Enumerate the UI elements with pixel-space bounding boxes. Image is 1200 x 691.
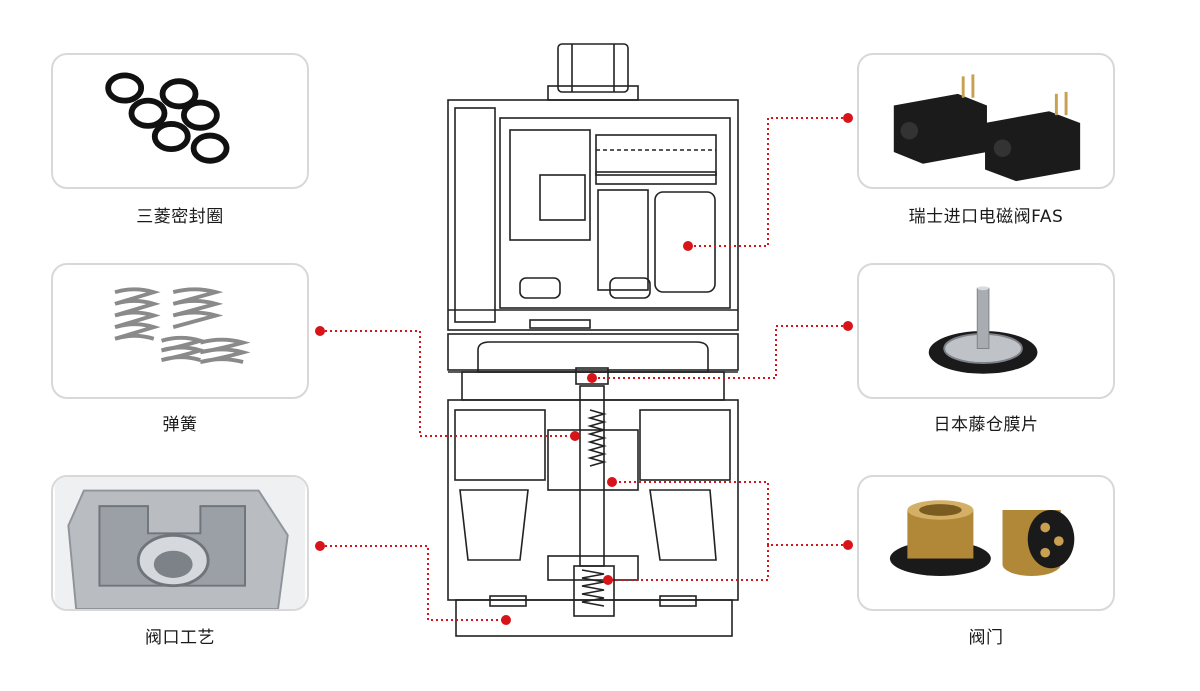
oring-card bbox=[51, 53, 309, 189]
diaphragm-label: 日本藤仓膜片 bbox=[933, 415, 1039, 435]
solenoid-card bbox=[857, 53, 1115, 189]
solenoid-valve-photo bbox=[893, 74, 1081, 182]
callout-lines bbox=[320, 117, 848, 621]
callout-line-valve bbox=[612, 481, 848, 546]
valve-port-card bbox=[51, 475, 309, 611]
diaphragm-card bbox=[857, 263, 1115, 399]
callout-line-solenoid bbox=[688, 117, 848, 247]
oring-label: 三菱密封圈 bbox=[136, 207, 224, 227]
spring-label: 弹簧 bbox=[162, 415, 198, 435]
diaphragm-photo bbox=[928, 286, 1038, 374]
valve-card bbox=[857, 475, 1115, 611]
spring-card bbox=[51, 263, 309, 399]
callout-line-spring bbox=[320, 330, 575, 437]
spring-photo bbox=[114, 287, 251, 364]
valve-port-label: 阀口工艺 bbox=[145, 628, 215, 648]
valve-label: 阀门 bbox=[968, 628, 1004, 648]
valve-photo bbox=[889, 500, 1075, 576]
cross-section-line-art bbox=[447, 43, 739, 637]
o-ring-photo bbox=[105, 72, 230, 164]
callout-dots bbox=[315, 113, 853, 625]
callout-line-diaphragm bbox=[592, 325, 848, 379]
callout-line-valve-lower bbox=[608, 545, 769, 581]
solenoid-label: 瑞士进口电磁阀FAS bbox=[908, 207, 1064, 227]
callout-line-valve-port bbox=[320, 545, 506, 621]
valve-port-photo bbox=[54, 477, 306, 609]
